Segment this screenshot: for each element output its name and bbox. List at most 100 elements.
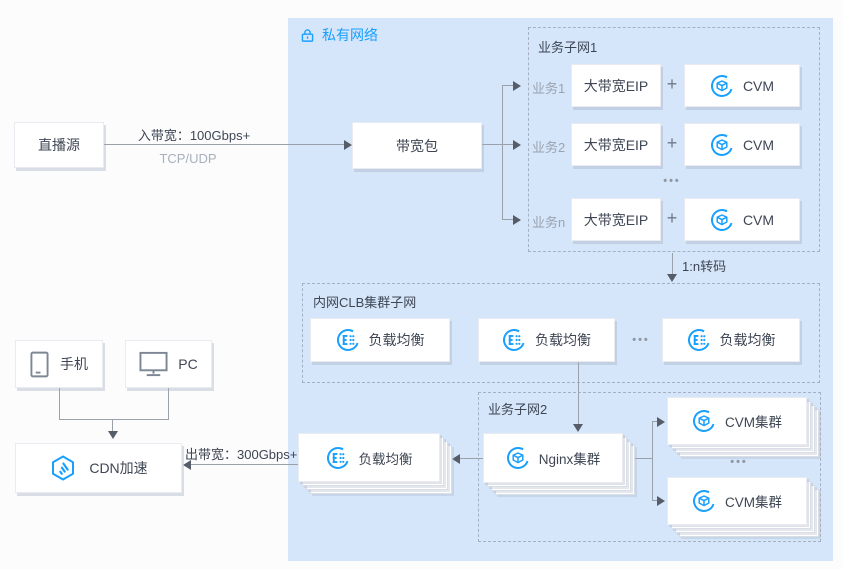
- pc-label: PC: [178, 356, 198, 372]
- clb-cluster-label: 负载均衡: [358, 451, 413, 467]
- transcode-label: 1:n转码: [682, 259, 727, 274]
- connector-line: [104, 144, 344, 145]
- service-row-label: 业务n: [532, 215, 566, 230]
- arrowhead-right: [657, 495, 665, 506]
- connector-line: [191, 464, 298, 465]
- connector-line: [460, 458, 483, 459]
- clb-label: 负载均衡: [368, 332, 425, 348]
- connector-line: [577, 362, 579, 424]
- clb-icon: [502, 328, 526, 352]
- cvm-icon: [506, 446, 530, 470]
- eip-node: 大带宽EIP: [571, 198, 661, 241]
- lock-icon: [300, 28, 315, 43]
- cvm-node: CVM: [684, 123, 800, 166]
- service-row-label: 业务2: [532, 140, 566, 155]
- connector-line: [671, 253, 673, 274]
- eip-label: 大带宽EIP: [583, 136, 649, 153]
- cvm-node: CVM: [684, 64, 800, 107]
- plus-sign: +: [666, 74, 678, 94]
- cvm-icon: [692, 489, 716, 513]
- arrowhead-down: [573, 424, 583, 432]
- connector-line: [59, 419, 169, 420]
- cvm-cluster-node: CVM集群: [667, 477, 819, 537]
- arrowhead-left: [183, 459, 191, 470]
- live-source-node: 直播源: [14, 122, 104, 168]
- egress-bandwidth-label: 出带宽：300Gbps+: [185, 447, 298, 462]
- connector-line: [112, 419, 113, 431]
- cdn-node: CDN加速: [15, 443, 182, 493]
- clb-subnet-title: 内网CLB集群子网: [313, 295, 417, 310]
- nginx-cluster-label: Nginx集群: [538, 452, 601, 467]
- connector-line: [482, 144, 502, 145]
- pc-icon: [139, 351, 168, 377]
- cdn-icon: [49, 454, 77, 482]
- connector-line: [502, 219, 513, 220]
- nginx-cluster-node: Nginx集群: [483, 433, 635, 495]
- clb-node: 负载均衡: [478, 318, 615, 362]
- eip-node: 大带宽EIP: [571, 64, 661, 107]
- connector-line: [652, 421, 653, 501]
- ellipsis: •••: [663, 175, 681, 187]
- plus-sign: +: [666, 208, 678, 228]
- phone-icon: [30, 351, 49, 378]
- ingress-bandwidth-label: 入带宽：100Gbps+: [137, 128, 251, 143]
- phone-label: 手机: [60, 356, 88, 372]
- service-row-label: 业务1: [532, 81, 566, 96]
- plus-sign: +: [666, 133, 678, 153]
- clb-cluster-node: 负载均衡: [298, 433, 452, 494]
- subnet2-region: [478, 392, 821, 542]
- cdn-label: CDN加速: [89, 460, 148, 476]
- connector-line: [168, 388, 169, 419]
- cvm-label: CVM: [742, 136, 775, 153]
- eip-label: 大带宽EIP: [583, 211, 649, 228]
- cvm-cluster-label: CVM集群: [725, 415, 782, 430]
- arrowhead-right: [657, 416, 665, 427]
- cvm-icon: [710, 74, 734, 98]
- arrowhead-left: [452, 453, 460, 464]
- subnet1-region: [528, 27, 820, 252]
- phone-node: 手机: [15, 340, 103, 388]
- clb-icon: [326, 446, 350, 470]
- clb-node: 负载均衡: [662, 318, 800, 362]
- cvm-label: CVM: [742, 77, 775, 94]
- arrowhead-right: [344, 139, 352, 150]
- connector-line: [652, 500, 658, 501]
- pc-node: PC: [125, 340, 212, 388]
- clb-label: 负载均衡: [719, 332, 776, 348]
- subnet1-title: 业务子网1: [538, 40, 598, 55]
- connector-line: [502, 85, 503, 220]
- clb-icon: [687, 328, 711, 352]
- connector-line: [635, 458, 652, 459]
- bandwidth-package-node: 带宽包: [352, 122, 482, 169]
- cvm-icon: [710, 133, 734, 157]
- arrowhead-right: [513, 139, 521, 150]
- arrowhead-down: [667, 274, 677, 282]
- ellipsis: •••: [730, 456, 748, 468]
- live-source-label: 直播源: [38, 137, 80, 153]
- arrowhead-right: [513, 214, 521, 225]
- eip-label: 大带宽EIP: [583, 77, 649, 94]
- arrowhead-down: [107, 431, 118, 439]
- clb-label: 负载均衡: [535, 332, 591, 348]
- cvm-icon: [692, 409, 716, 433]
- connector-line: [502, 144, 513, 145]
- cvm-cluster-label: CVM集群: [725, 495, 782, 510]
- cvm-node: CVM: [684, 198, 800, 241]
- cvm-label: CVM: [742, 211, 775, 228]
- bandwidth-package-label: 带宽包: [396, 137, 438, 154]
- connector-line: [502, 85, 513, 86]
- clb-node: 负载均衡: [310, 318, 450, 362]
- cvm-cluster-node: CVM集群: [667, 397, 819, 457]
- protocol-label: TCP/UDP: [159, 151, 217, 166]
- vpc-label: 私有网络: [322, 27, 378, 43]
- connector-line: [59, 388, 60, 419]
- clb-subnet-region: [302, 283, 820, 383]
- vpc-header: 私有网络: [300, 25, 378, 45]
- eip-node: 大带宽EIP: [571, 123, 661, 166]
- subnet2-title: 业务子网2: [488, 402, 548, 417]
- ellipsis: •••: [632, 334, 650, 346]
- arrowhead-right: [513, 80, 521, 91]
- cvm-icon: [710, 208, 734, 232]
- connector-line: [652, 421, 658, 422]
